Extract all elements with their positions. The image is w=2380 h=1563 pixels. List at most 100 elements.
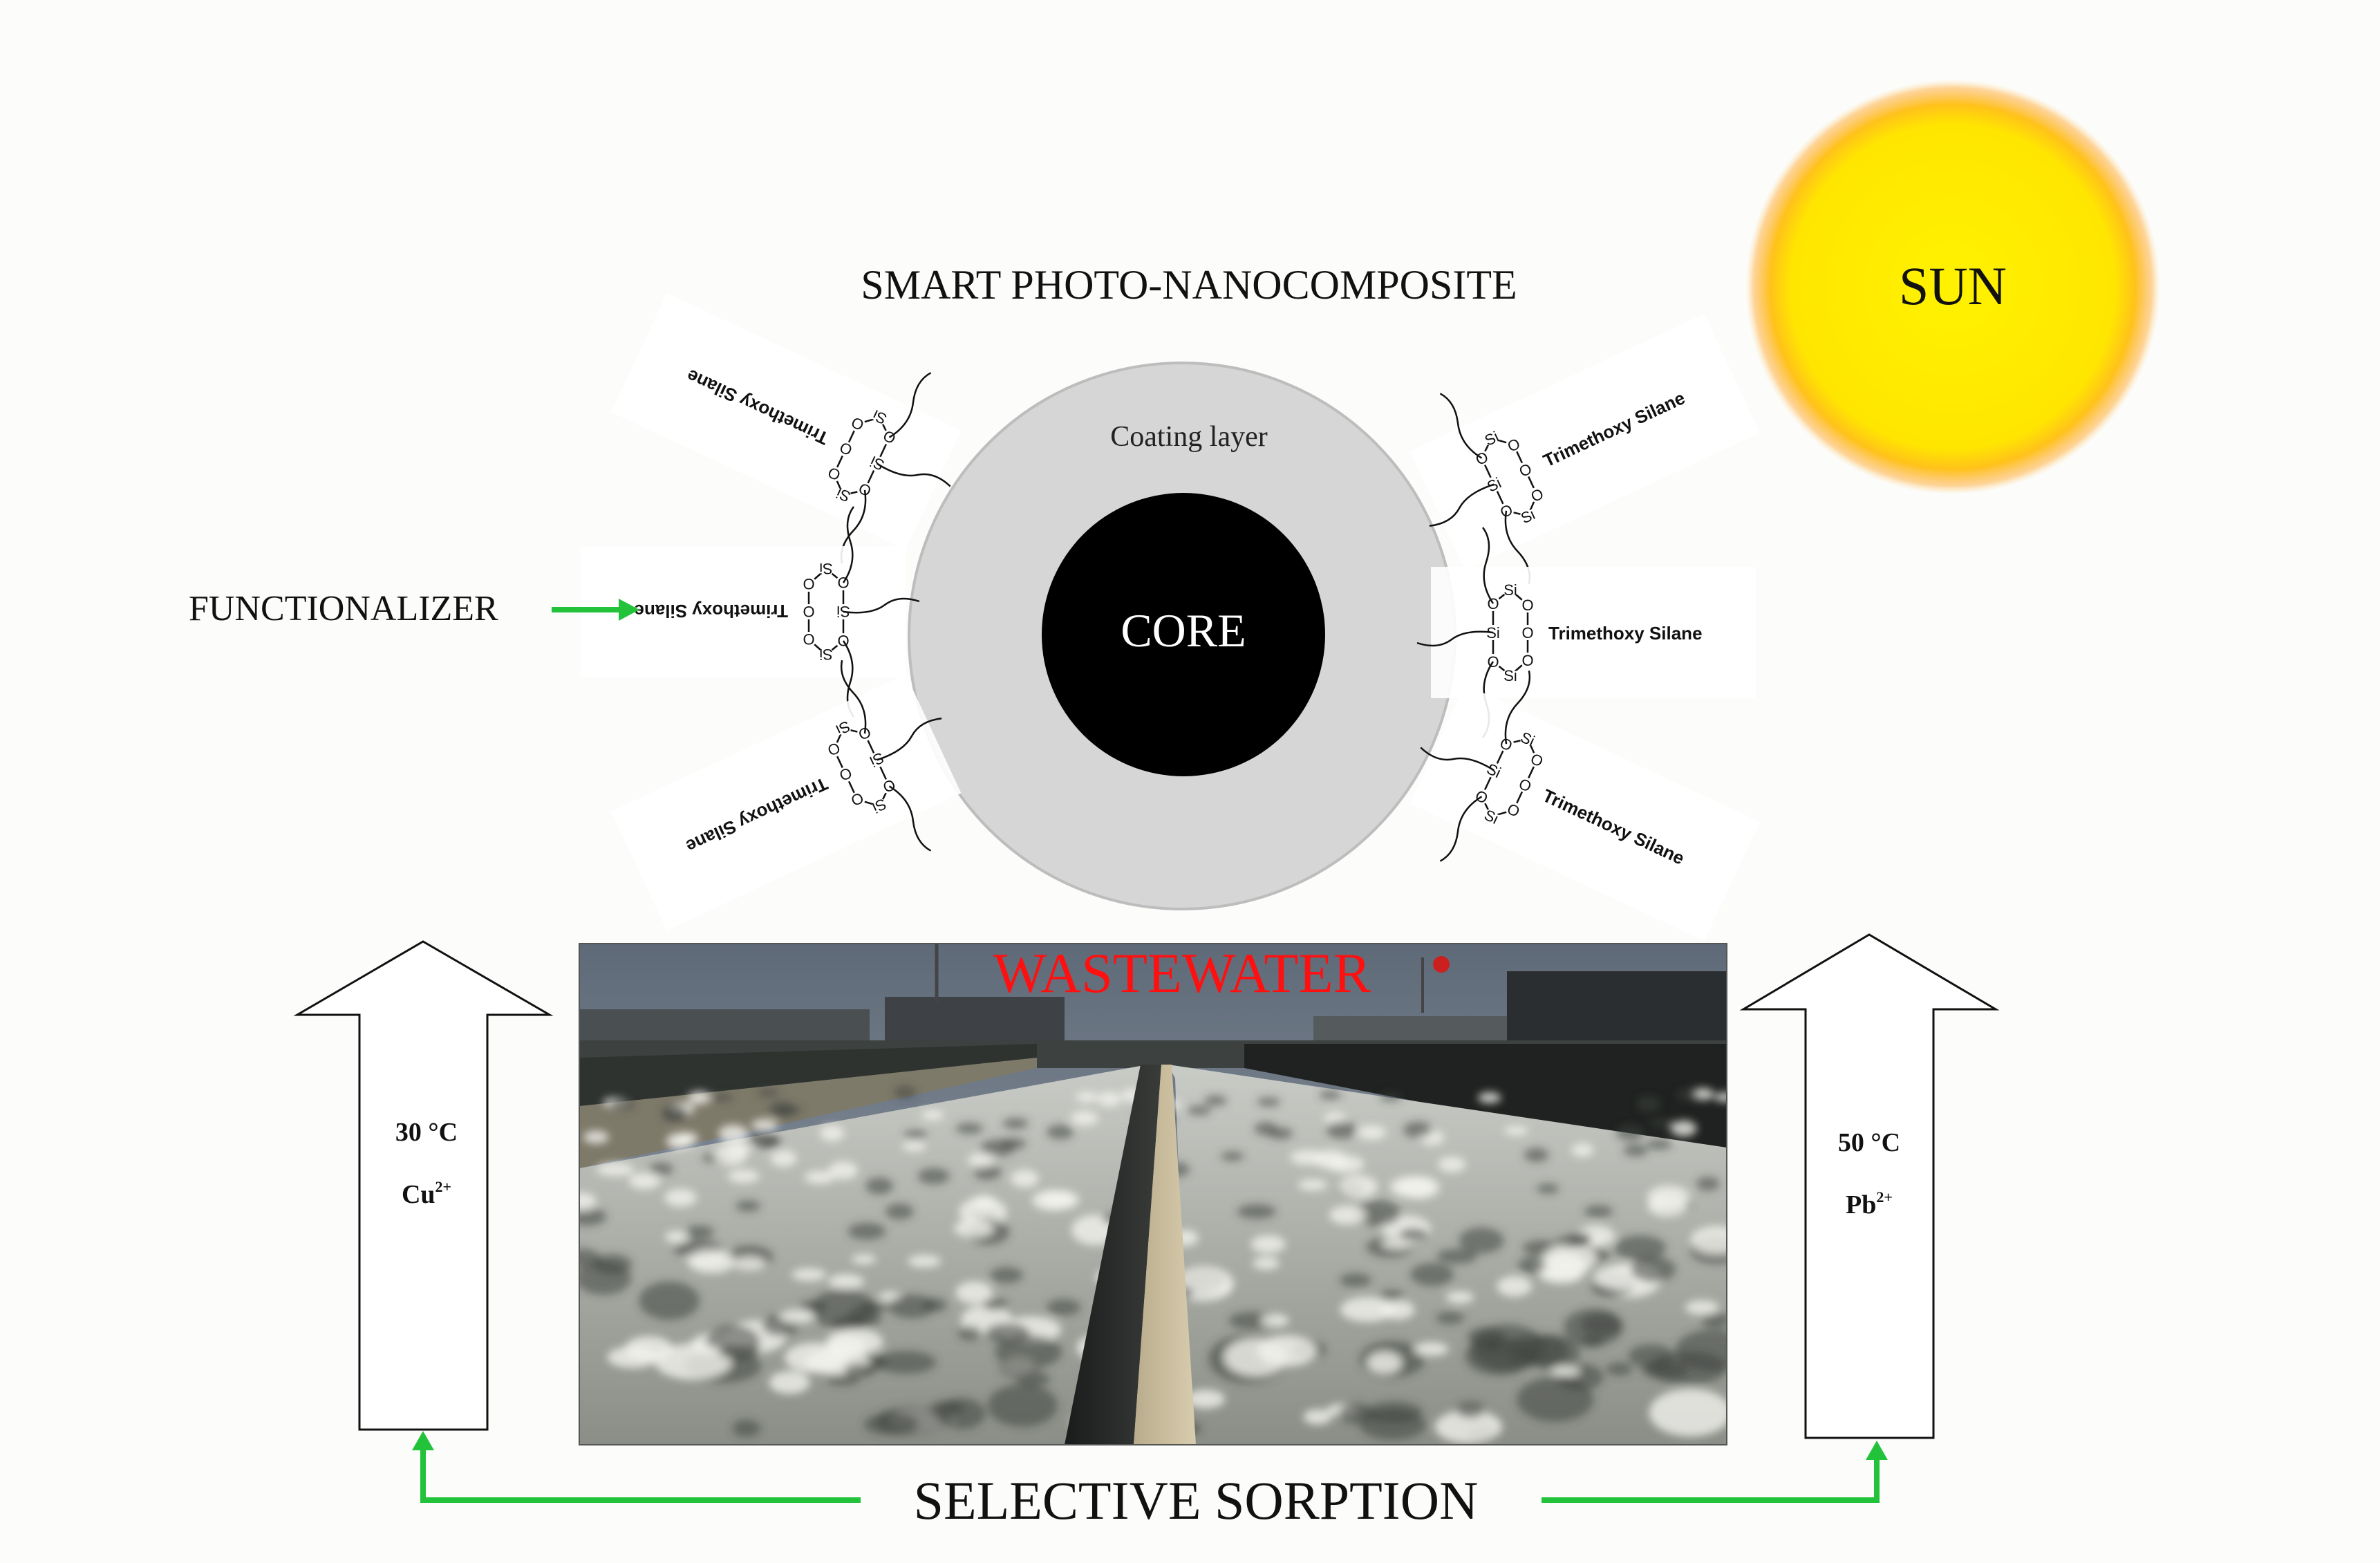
silicon-atom: Si (836, 603, 850, 620)
foam-patch (654, 1343, 732, 1380)
foam-patch (826, 1328, 883, 1356)
foam-patch (579, 1207, 607, 1226)
foam-patch (1685, 1300, 1719, 1315)
foam-patch (1628, 1344, 1674, 1368)
foam-patch (665, 1230, 688, 1243)
silane-chain (1420, 747, 1494, 771)
foam-patch (1676, 1089, 1699, 1101)
foam-patch (885, 1203, 914, 1220)
silane-atom-bg (835, 720, 851, 736)
silane-atom-bg (1517, 462, 1533, 478)
foam-patch (894, 1085, 917, 1099)
left-ion-charge: 2+ (435, 1178, 452, 1195)
foam-patch (1319, 1090, 1342, 1100)
diagram-title: SMART PHOTO-NANOCOMPOSITE (861, 262, 1517, 308)
foam-patch (685, 1225, 715, 1239)
nanoparticle: Coating layer CORE (908, 362, 1456, 910)
left-ion-symbol: Cu (402, 1180, 435, 1209)
foam-patch (1436, 1248, 1477, 1264)
foam-patch (769, 1371, 810, 1394)
silane-atom-bg (872, 798, 888, 814)
foam-patch (1366, 1401, 1423, 1423)
foam-patch (1389, 1176, 1433, 1198)
foam-patch (1459, 1227, 1504, 1254)
right-ion-charge: 2+ (1876, 1188, 1893, 1206)
foam-patch (662, 1104, 688, 1121)
foam-patch (648, 1162, 674, 1175)
foam-patch (863, 1413, 919, 1436)
sun-label: SUN (1899, 256, 2007, 316)
foam-patch (990, 1266, 1023, 1284)
foam-patch (936, 1398, 986, 1430)
foam-patch (1647, 1195, 1688, 1217)
silane-atom-bg (1474, 789, 1490, 805)
silane-atom-bg (835, 487, 851, 503)
foam-patch (1398, 1228, 1429, 1242)
foam-patch (1696, 1177, 1720, 1191)
foam-patch (610, 1098, 635, 1111)
foam-patch (1518, 1257, 1546, 1274)
right-ion-symbol: Pb (1846, 1190, 1876, 1219)
silicon-atom: Si (1503, 667, 1517, 684)
foam-patch (1339, 1273, 1371, 1287)
foam-patch (1517, 1377, 1594, 1422)
silane-chain (842, 506, 855, 583)
foam-patch (1237, 1204, 1276, 1219)
foam-patch (1070, 1111, 1098, 1126)
right-temperature: 50 °C (1838, 1128, 1900, 1157)
oxygen-atom: O (1521, 624, 1533, 642)
silane-chain (1481, 527, 1494, 604)
foam-patch (1355, 1200, 1401, 1226)
silane-atom-bg (1483, 809, 1499, 825)
foam-patch (1434, 1410, 1503, 1444)
wastewater-label: WASTEWATER (993, 942, 1371, 1004)
silane-atom-bg (801, 577, 816, 592)
foam-patch (987, 1384, 1058, 1427)
foam-patch (751, 1119, 778, 1131)
foam-patch (1670, 1120, 1697, 1137)
foam-patch (1327, 1155, 1365, 1173)
silane-atom-bg (826, 742, 842, 758)
foam-patch (735, 1200, 761, 1212)
wastewater-photo-frame (579, 943, 1727, 1445)
foam-patch (1497, 1275, 1532, 1297)
foam-patch (1435, 1311, 1465, 1325)
silane-atom-bg (1520, 653, 1535, 668)
foam-patch (848, 1306, 882, 1328)
foam-patch (770, 1150, 797, 1167)
left-connector-arrowhead-icon (412, 1431, 434, 1450)
foam-patch (902, 1141, 926, 1152)
foam-patch (1403, 1121, 1432, 1139)
foam-patch (1555, 1235, 1591, 1248)
foam-patch (980, 1139, 1015, 1157)
foam-patch (1615, 1125, 1645, 1141)
foam-patch (1338, 1403, 1374, 1424)
foam-patch (888, 1294, 936, 1318)
oxygen-atom: O (1521, 652, 1533, 669)
foam-patch (1623, 1143, 1648, 1157)
foam-patch (1649, 1119, 1674, 1128)
foam-patch (1410, 1262, 1454, 1286)
silane-chain (840, 659, 867, 734)
foam-patch (1379, 1092, 1403, 1101)
foam-patch (1297, 1179, 1328, 1190)
foam-patch (1204, 1095, 1227, 1106)
foam-patch (828, 1274, 865, 1289)
foam-patch (1480, 1340, 1505, 1354)
silane-chain (888, 785, 932, 852)
foam-patch (955, 1281, 993, 1304)
foam-patch (908, 1255, 941, 1268)
foam-patch (1187, 1105, 1212, 1116)
foam-patch (1571, 1143, 1594, 1157)
sun-icon (1745, 79, 2160, 494)
foam-patch (982, 1298, 1009, 1311)
silane-atom-bg (1506, 437, 1521, 453)
foam-patch (1047, 1124, 1074, 1140)
foam-patch (903, 1130, 928, 1140)
foam-patch (1552, 1366, 1580, 1376)
functionalizer-label: FUNCTIONALIZER (189, 589, 498, 628)
right-connector-arrowhead-icon (1866, 1441, 1888, 1460)
